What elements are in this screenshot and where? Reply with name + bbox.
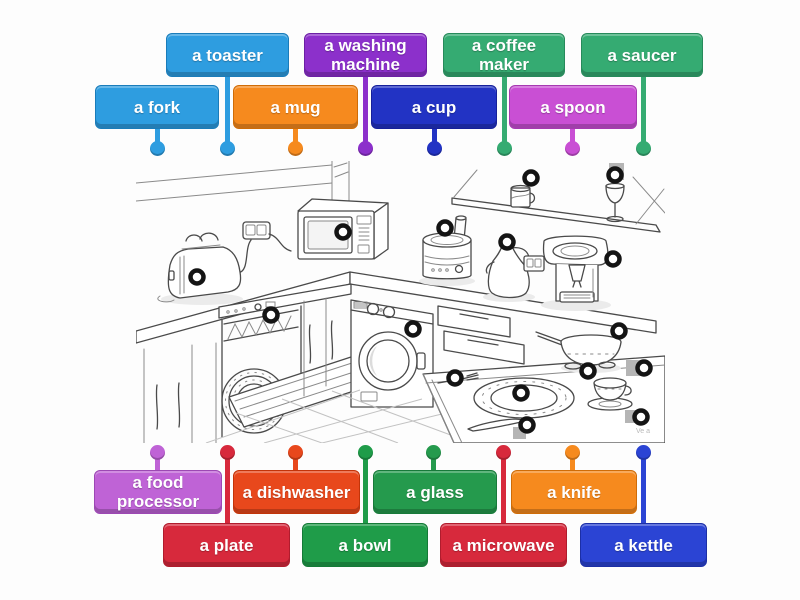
dishwasher-drawing	[218, 283, 367, 438]
wall-shelf	[451, 169, 665, 233]
pin-stem-knife	[569, 452, 575, 474]
colander-drawing	[535, 331, 622, 373]
drop-target-colander-base[interactable]	[579, 362, 597, 380]
pin-dot-toaster	[219, 140, 235, 156]
pin-dot-dishwasher	[287, 444, 303, 460]
pin-dot-washing-machine	[357, 140, 373, 156]
watermark-text-2: Ve a	[636, 428, 650, 435]
pin-dot-cup	[426, 140, 442, 156]
word-label-cup[interactable]: a cup	[371, 85, 497, 129]
drop-target-fork[interactable]	[446, 369, 464, 387]
drop-target-wine-glass[interactable]	[606, 166, 624, 184]
mug-drawing	[510, 184, 536, 208]
pin-dot-food-processor	[149, 444, 165, 460]
pin-dot-glass	[425, 444, 441, 460]
drop-target-toaster[interactable]	[188, 268, 206, 286]
kettle-drawing	[483, 243, 545, 302]
teacup-drawing	[587, 377, 633, 411]
answer-markers	[188, 166, 653, 434]
drop-target-saucer[interactable]	[632, 408, 650, 426]
word-label-dishwasher[interactable]: a dishwasher	[233, 470, 360, 514]
word-label-food-processor[interactable]: a food processor	[94, 470, 222, 514]
drawer-unit	[437, 305, 525, 365]
drop-target-mug[interactable]	[522, 169, 540, 187]
pin-stem-coffee-maker	[501, 73, 507, 148]
pin-dot-kettle	[635, 444, 651, 460]
pin-dot-knife	[564, 444, 580, 460]
kitchen-illustration: ct Ve a	[136, 161, 665, 443]
food-processor-drawing	[419, 215, 475, 286]
drop-target-washing-machine[interactable]	[404, 320, 422, 338]
drop-target-coffee-maker[interactable]	[604, 250, 622, 268]
word-label-spoon[interactable]: a spoon	[509, 85, 637, 129]
left-cabinet	[143, 342, 217, 443]
pin-stem-microwave	[500, 452, 506, 527]
drop-target-colander[interactable]	[610, 322, 628, 340]
pin-stem-saucer	[640, 73, 646, 148]
coffee-maker-drawing	[541, 235, 611, 311]
pin-dot-coffee-maker	[496, 140, 512, 156]
word-label-plate[interactable]: a plate	[163, 523, 290, 567]
drop-target-dishwasher[interactable]	[262, 306, 280, 324]
pin-stem-food-processor	[154, 452, 160, 474]
pin-stem-plate	[224, 452, 230, 527]
washing-machine-drawing	[350, 299, 434, 408]
pin-dot-microwave	[495, 444, 511, 460]
drop-target-knife[interactable]	[518, 416, 536, 434]
pin-dot-mug	[287, 140, 303, 156]
word-label-washing-machine[interactable]: a washing machine	[304, 33, 427, 77]
pin-dot-plate	[219, 444, 235, 460]
pin-dot-fork	[149, 140, 165, 156]
word-label-fork[interactable]: a fork	[95, 85, 219, 129]
pin-stem-glass	[430, 452, 436, 474]
drop-target-teacup[interactable]	[635, 359, 653, 377]
pin-stem-spoon	[569, 125, 575, 148]
pin-dot-bowl	[357, 444, 373, 460]
middle-cupboard	[303, 297, 334, 397]
drop-target-kettle[interactable]	[498, 233, 516, 251]
word-label-toaster[interactable]: a toaster	[166, 33, 289, 77]
word-label-glass[interactable]: a glass	[373, 470, 497, 514]
word-label-saucer[interactable]: a saucer	[581, 33, 703, 77]
word-label-kettle[interactable]: a kettle	[580, 523, 707, 567]
floor-tiles	[205, 389, 457, 443]
word-label-bowl[interactable]: a bowl	[302, 523, 428, 567]
word-label-microwave[interactable]: a microwave	[440, 523, 567, 567]
word-label-coffee-maker[interactable]: a coffee maker	[443, 33, 565, 77]
pin-stem-mug	[292, 125, 298, 148]
pin-dot-saucer	[635, 140, 651, 156]
pin-stem-dishwasher	[292, 452, 298, 474]
word-label-mug[interactable]: a mug	[233, 85, 358, 129]
drop-target-food-processor[interactable]	[436, 219, 454, 237]
word-label-knife[interactable]: a knife	[511, 470, 637, 514]
drop-target-plate[interactable]	[512, 384, 530, 402]
pin-stem-bowl	[362, 452, 368, 527]
power-socket	[237, 221, 292, 274]
pin-stem-cup	[431, 125, 437, 148]
pin-stem-toaster	[224, 73, 230, 148]
wall-lines	[136, 161, 665, 214]
wine-glass-drawing	[605, 182, 625, 223]
pin-stem-kettle	[640, 452, 646, 527]
pin-stem-fork	[154, 125, 160, 148]
pin-dot-spoon	[564, 140, 580, 156]
drop-target-microwave[interactable]	[334, 223, 352, 241]
pin-stem-washing-machine	[362, 73, 368, 148]
kitchen-illustration-svg: ct Ve a	[136, 161, 665, 443]
